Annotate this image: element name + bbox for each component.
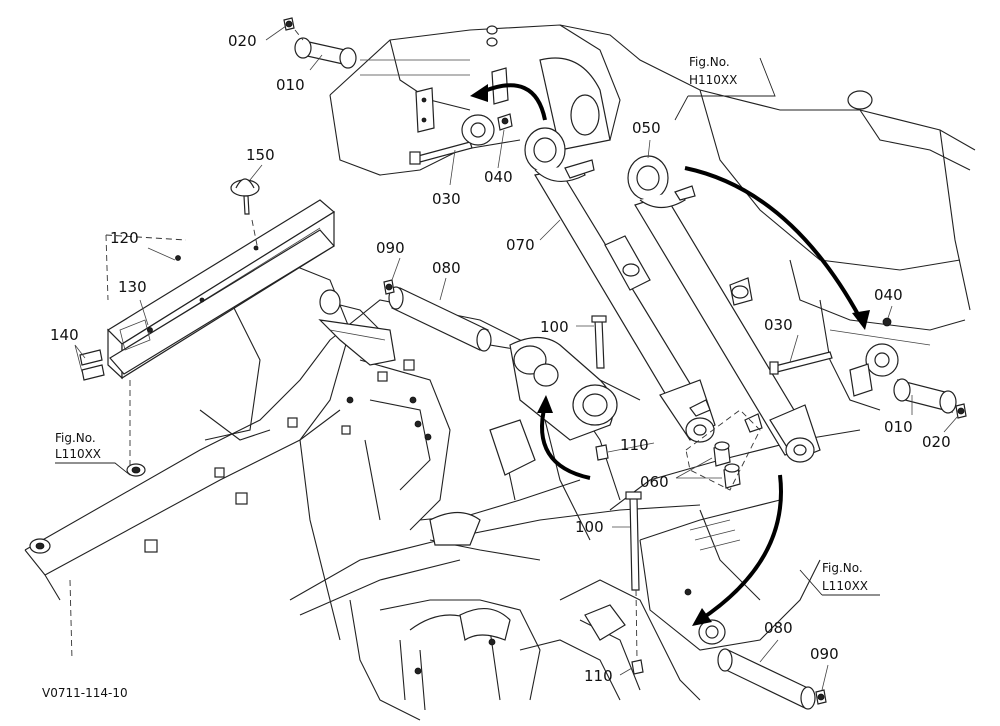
bracket-boss (489, 315, 618, 476)
callout-080-lower: 080 (764, 619, 793, 637)
callout-080-upper: 080 (432, 259, 461, 277)
cylinder-050 (627, 155, 821, 463)
pin-010-upper (283, 17, 357, 69)
assembly-arrows (470, 83, 870, 626)
callout-110-lower: 110 (584, 667, 613, 685)
callout-050: 050 (632, 119, 661, 137)
fig-ref-h110: Fig.No. H110XX (674, 55, 776, 121)
upper-frame-outline (329, 24, 976, 411)
fig-ref-l110-left-line2: L110XX (55, 447, 101, 461)
fig-ref-l110-left-line1: Fig.No. (55, 431, 96, 445)
fitting-060 (685, 409, 761, 491)
callout-110-upper: 110 (620, 436, 649, 454)
callout-030-right: 030 (764, 316, 793, 334)
fig-ref-l110-right: Fig.No. L110XX (799, 561, 880, 596)
cylinder-070 (524, 127, 716, 443)
bolt-100-lower (625, 491, 644, 675)
drawing-code: V0711-114-10 (42, 686, 128, 700)
callout-040-upper: 040 (484, 168, 513, 186)
fig-ref-h110-line2: H110XX (689, 73, 737, 87)
cover-assembly (79, 178, 336, 465)
frame-nut-markers (144, 359, 692, 675)
callout-010-upper: 010 (276, 76, 305, 94)
callout-090-upper: 090 (376, 239, 405, 257)
fig-ref-h110-line1: Fig.No. (689, 55, 730, 69)
callout-020-right: 020 (922, 433, 951, 451)
pin-080-lower (698, 619, 827, 710)
callout-030-upper: 030 (432, 190, 461, 208)
callout-010-right: 010 (884, 418, 913, 436)
fig-ref-l110-right-line2: L110XX (822, 579, 868, 593)
callout-100-lower: 100 (575, 518, 604, 536)
fig-ref-l110-left: Fig.No. L110XX (55, 431, 131, 476)
callout-020-upper: 020 (228, 32, 257, 50)
fig-ref-l110-right-line1: Fig.No. (822, 561, 863, 575)
pin-010-right (769, 317, 967, 419)
pin-080-upper (318, 279, 492, 366)
callout-130: 130 (118, 278, 147, 296)
callout-labels: 020 010 030 040 050 070 150 120 130 140 … (50, 32, 951, 685)
bolt-030-upper (409, 25, 513, 165)
rubber-mount-markers (29, 463, 146, 661)
callout-090-lower: 090 (810, 645, 839, 663)
callout-140: 140 (50, 326, 79, 344)
callout-100-upper: 100 (540, 318, 569, 336)
callout-040-right: 040 (874, 286, 903, 304)
callout-120: 120 (110, 229, 139, 247)
callout-150: 150 (246, 146, 275, 164)
leader-lines (74, 25, 959, 691)
callout-070: 070 (506, 236, 535, 254)
callout-060: 060 (640, 473, 669, 491)
